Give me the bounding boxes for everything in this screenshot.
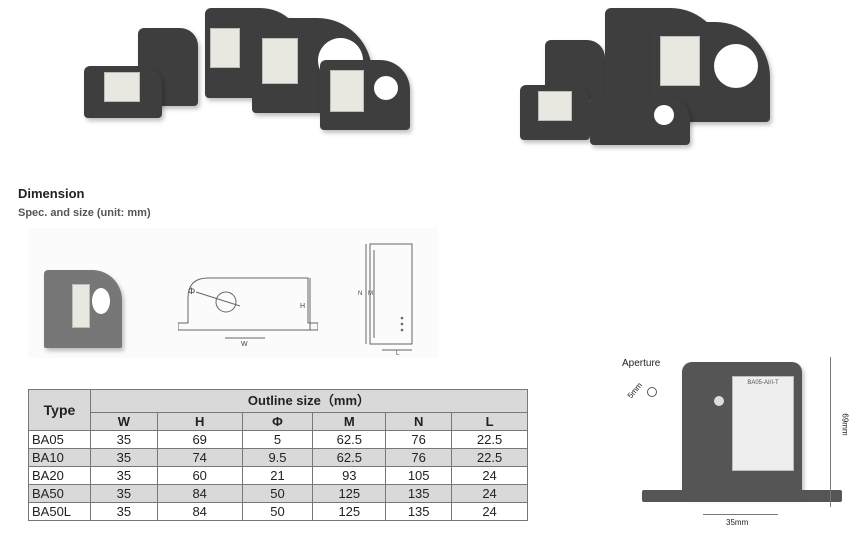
col-header: M [312,412,387,431]
value-cell: 35 [89,448,158,467]
value-cell: 22.5 [451,430,528,449]
type-cell: BA05 [28,430,91,449]
value-cell: 135 [385,502,453,521]
value-cell: 105 [385,466,453,485]
value-cell: 76 [385,430,453,449]
type-cell: BA50 [28,484,91,503]
section-heading: Dimension [18,186,85,201]
value-cell: 84 [156,484,243,503]
value-cell: 5 [241,430,314,449]
outline-size-header: Outline size（mm） [89,389,529,413]
type-cell: BA50L [28,502,91,521]
type-header: Type [28,389,91,431]
section-subheading: Spec. and size (unit: mm) [18,207,151,219]
aperture-size-label: 5mm [625,380,645,401]
dimension-diagram: Φ H W N M L [28,228,438,358]
aperture-label: Aperture [622,358,661,369]
value-cell: 21 [241,466,314,485]
product-photo-group-right [510,0,770,165]
value-cell: 35 [89,484,158,503]
type-cell: BA10 [28,448,91,467]
value-cell: 76 [385,448,453,467]
value-cell: 22.5 [451,448,528,467]
value-cell: 93 [312,466,387,485]
col-header: W [89,412,158,431]
value-cell: 84 [156,502,243,521]
value-cell: 62.5 [312,448,387,467]
value-cell: 74 [156,448,243,467]
value-cell: 62.5 [312,430,387,449]
value-cell: 135 [385,484,453,503]
side-outline-drawing: N M L [358,243,413,355]
value-cell: 35 [89,466,158,485]
col-header: L [451,412,528,431]
w-label: W [241,341,248,348]
phi-label: Φ [188,286,195,296]
aperture-icon [647,387,657,397]
value-cell: 125 [312,484,387,503]
value-cell: 60 [156,466,243,485]
value-cell: 9.5 [241,448,314,467]
value-cell: 50 [241,484,314,503]
value-cell: 69 [156,430,243,449]
m-label: M [368,291,373,297]
width-dimension-label: 35mm [726,518,749,527]
value-cell: 24 [451,484,528,503]
type-cell: BA20 [28,466,91,485]
l-label: L [396,351,400,355]
value-cell: 125 [312,502,387,521]
device-label: BA05-AI/I-T [732,376,794,471]
product-photo-group-left [80,0,420,165]
col-header: H [156,412,243,431]
h-label: H [300,303,305,310]
value-cell: 24 [451,466,528,485]
front-outline-drawing: Φ H W [178,277,318,348]
value-cell: 50 [241,502,314,521]
product-photo-annotated: Aperture 5mm BA05-AI/I-T 69mm 35mm [612,350,864,533]
col-header: N [385,412,453,431]
value-cell: 35 [89,430,158,449]
value-cell: 24 [451,502,528,521]
n-label: N [358,291,362,297]
col-header: Φ [241,412,314,431]
height-dimension-label: 69mm [840,413,850,436]
value-cell: 35 [89,502,158,521]
